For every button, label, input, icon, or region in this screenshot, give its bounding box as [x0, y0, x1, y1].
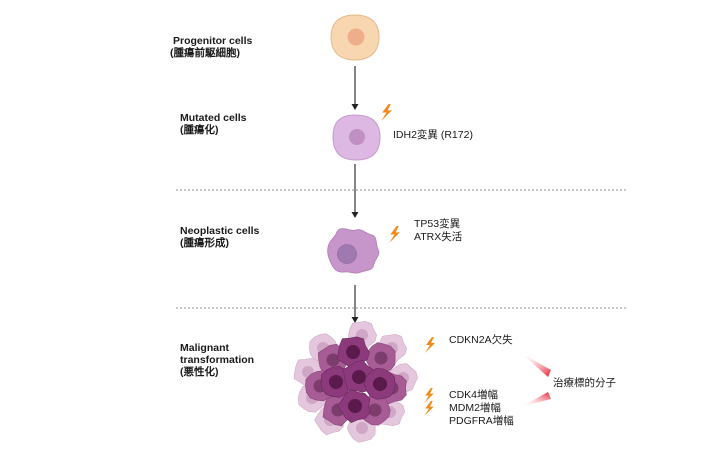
lightning-bolt-icon: [425, 337, 435, 353]
annotation-text: CDK4増幅: [449, 389, 499, 401]
annotation-text: 治療標的分子: [553, 377, 616, 389]
red-wedge-arrow-icon: [521, 353, 551, 377]
stage-title: Progenitor cells: [173, 35, 253, 47]
annotation-therapeutic-target: 治療標的分子: [553, 377, 616, 390]
tumor-cluster-icon: [293, 320, 418, 443]
arrow-down-icon: [351, 285, 359, 323]
mutated-cell-icon: [332, 114, 381, 161]
stage-subtitle: (腫瘍化): [180, 124, 219, 136]
stage-label-progenitor: Progenitor cells (腫瘍前駆細胞): [170, 35, 252, 59]
lightning-bolt-icon: [389, 226, 400, 243]
stage-label-malignant: Malignant transformation (悪性化): [180, 342, 254, 378]
tumor-nucleus-icon: [352, 370, 366, 384]
stage-title: Neoplastic cells: [180, 225, 260, 237]
stage-subtitle: (腫瘍形成): [180, 237, 229, 249]
stage-title-line1: Malignant: [180, 342, 229, 354]
stage-subtitle: (腫瘍前駆細胞): [170, 47, 240, 59]
stage-subtitle: (悪性化): [180, 366, 219, 378]
annotation-malignant-bottom: CDK4増幅 MDM2増幅 PDGFRA増幅: [449, 389, 514, 428]
tumor-nucleus-icon: [326, 353, 340, 367]
annotation-text: CDKN2A欠失: [449, 334, 513, 346]
stage-label-neoplastic: Neoplastic cells (腫瘍形成): [180, 225, 259, 249]
progenitor-cell-icon: [330, 14, 380, 61]
red-wedge-arrow-icon: [521, 392, 551, 407]
stage-title-line2: transformation: [180, 354, 255, 366]
stage-title: Mutated cells: [180, 112, 247, 124]
neoplastic-cell-icon: [327, 228, 380, 274]
arrow-down-icon: [351, 164, 359, 218]
annotation-malignant-top: CDKN2A欠失: [449, 334, 513, 347]
tumor-nucleus-icon: [373, 377, 387, 391]
annotation-mutated: IDH2変異 (R172): [393, 129, 473, 142]
annotation-text: TP53変異: [414, 218, 461, 230]
annotation-text: ATRX失活: [414, 231, 463, 243]
lightning-bolt-icon: [424, 401, 434, 416]
tumor-nucleus-icon: [374, 351, 388, 365]
annotation-text: MDM2増幅: [449, 402, 501, 414]
arrow-down-icon: [351, 66, 359, 110]
tumor-nucleus-icon: [348, 399, 362, 413]
lightning-bolt-icon: [381, 104, 392, 121]
annotation-neoplastic: TP53変異 ATRX失活: [414, 218, 462, 244]
lightning-bolt-icon: [424, 388, 434, 403]
tumor-nucleus-icon: [329, 375, 343, 389]
tumor-nucleus-icon: [346, 345, 360, 359]
tumor-nucleus-icon: [368, 403, 382, 417]
tumor-nucleus-icon: [356, 422, 368, 434]
stage-label-mutated: Mutated cells (腫瘍化): [180, 112, 247, 136]
annotation-text: PDGFRA増幅: [449, 415, 514, 427]
annotation-text: IDH2変異 (R172): [393, 129, 473, 141]
